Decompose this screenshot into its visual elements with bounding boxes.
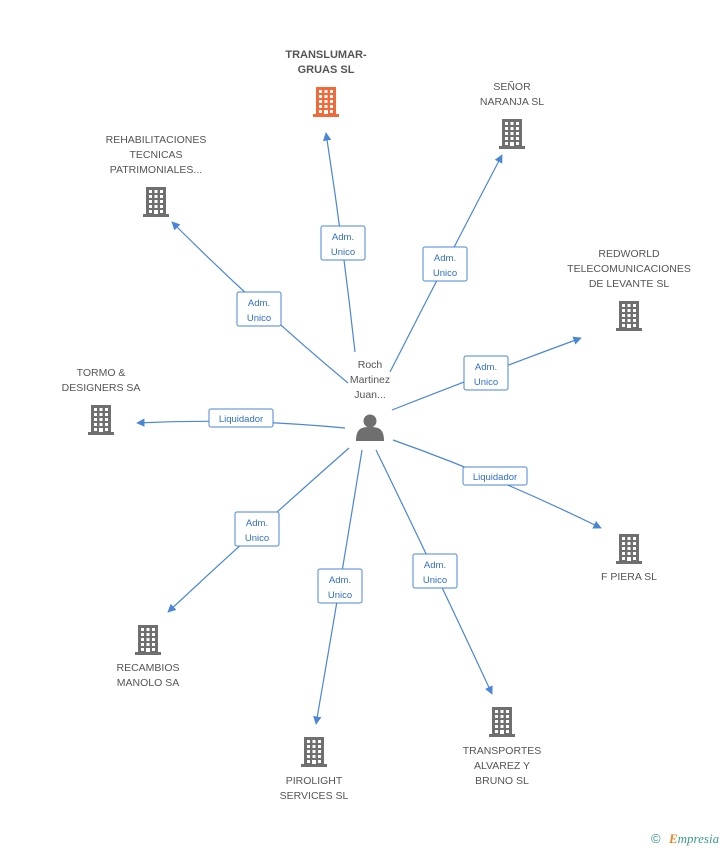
person-label: Roch <box>358 359 383 371</box>
company-label: RECAMBIOS <box>116 662 179 674</box>
relation-text: Unico <box>331 247 355 258</box>
relation-box <box>412 553 458 589</box>
relation-text: Unico <box>423 575 447 586</box>
building-icon <box>301 737 327 767</box>
relation-text: Adm. <box>246 518 268 529</box>
building-icon <box>616 301 642 331</box>
building-icon <box>143 187 169 217</box>
relation-label-recambios[interactable]: Adm. Unico <box>234 511 280 547</box>
company-label: NARANJA SL <box>480 96 544 108</box>
footer-brand[interactable]: © Empresia <box>651 831 720 846</box>
relations-layer: Adm.UnicoAdm.UnicoAdm.UnicoAdm.UnicoLiqu… <box>208 225 528 604</box>
company-label: F PIERA SL <box>601 571 657 583</box>
relation-text: Unico <box>328 590 352 601</box>
person-label: Juan... <box>354 389 386 401</box>
company-label: ALVAREZ Y <box>474 760 530 772</box>
relation-label-transluman[interactable]: Adm. Unico <box>320 225 366 261</box>
person-node[interactable]: RochMartinezJuan... <box>350 359 390 441</box>
building-icon <box>489 707 515 737</box>
relation-box <box>234 511 280 547</box>
company-label: PIROLIGHT <box>286 775 343 787</box>
building-icon <box>313 87 339 117</box>
relation-text: Adm. <box>332 232 354 243</box>
relation-box <box>462 466 528 486</box>
company-label: SERVICES SL <box>280 790 349 802</box>
building-icon <box>616 534 642 564</box>
company-node-senor-naranja[interactable]: SEÑOR NARANJA SL <box>480 80 544 149</box>
relation-text: Unico <box>474 377 498 388</box>
relation-box <box>236 291 282 327</box>
company-node-recambios[interactable]: RECAMBIOS MANOLO SA <box>116 625 180 689</box>
company-label: BRUNO SL <box>475 775 529 787</box>
relation-label-senor-naranja[interactable]: Adm. Unico <box>422 246 468 282</box>
company-label: SEÑOR <box>493 80 531 93</box>
company-label: TELECOMUNICACIONES <box>567 263 691 275</box>
brand-initial: E <box>668 831 678 846</box>
building-icon <box>88 405 114 435</box>
company-label: TRANSPORTES <box>463 745 542 757</box>
relation-box <box>422 246 468 282</box>
company-node-transluman[interactable]: TRANSLUMAR- GRUAS SL <box>285 49 367 117</box>
brand-logo: Empresia <box>668 831 720 846</box>
company-node-transportes[interactable]: TRANSPORTES ALVAREZ Y BRUNO SL <box>463 707 542 787</box>
brand-name: mpresia <box>678 831 720 846</box>
company-label: TECNICAS <box>129 149 182 161</box>
relation-box <box>208 408 274 428</box>
copyright-symbol: © <box>651 831 661 846</box>
relation-label-f-piera[interactable]: Liquidador <box>462 466 528 486</box>
company-label: PATRIMONIALES... <box>110 164 202 176</box>
building-icon <box>135 625 161 655</box>
company-label: DE LEVANTE SL <box>589 278 669 290</box>
relation-label-transportes[interactable]: Adm. Unico <box>412 553 458 589</box>
company-label: TORMO & <box>77 367 126 379</box>
building-icon <box>499 119 525 149</box>
relation-text: Adm. <box>329 575 351 586</box>
company-label: GRUAS SL <box>298 64 355 76</box>
company-label: REHABILITACIONES <box>106 134 207 146</box>
nodes-layer: TRANSLUMAR- GRUAS SL SEÑOR NARANJA SL REHABI… <box>62 49 691 802</box>
relation-box <box>320 225 366 261</box>
company-node-pirolight[interactable]: PIROLIGHT SERVICES SL <box>280 737 349 802</box>
relation-label-tormo[interactable]: Liquidador <box>208 408 274 428</box>
company-node-tormo[interactable]: TORMO & DESIGNERS SA <box>62 367 141 435</box>
relation-box <box>463 355 509 391</box>
person-icon <box>356 414 384 441</box>
relation-text: Adm. <box>434 253 456 264</box>
relation-box <box>317 568 363 604</box>
relation-label-redworld[interactable]: Adm. Unico <box>463 355 509 391</box>
company-node-rehabilitaciones[interactable]: REHABILITACIONES TECNICAS PATRIMONIALES... <box>106 134 207 217</box>
relation-label-rehabilitaciones[interactable]: Adm. Unico <box>236 291 282 327</box>
relation-text: Adm. <box>248 298 270 309</box>
company-label: TRANSLUMAR- <box>285 49 367 61</box>
relation-text: Unico <box>247 313 271 324</box>
relation-text: Liquidador <box>219 414 263 425</box>
company-node-redworld[interactable]: REDWORLD TELECOMUNICACIONES DE LEVANTE SL <box>567 248 691 331</box>
company-label: DESIGNERS SA <box>62 382 141 394</box>
relation-text: Liquidador <box>473 472 517 483</box>
company-label: REDWORLD <box>598 248 660 260</box>
person-label: Martinez <box>350 374 390 386</box>
relation-label-pirolight[interactable]: Adm. Unico <box>317 568 363 604</box>
relation-text: Unico <box>245 533 269 544</box>
company-node-f-piera[interactable]: F PIERA SL <box>601 534 657 583</box>
relation-text: Adm. <box>475 362 497 373</box>
company-label: MANOLO SA <box>117 677 179 689</box>
relation-text: Adm. <box>424 560 446 571</box>
relation-text: Unico <box>433 268 457 279</box>
